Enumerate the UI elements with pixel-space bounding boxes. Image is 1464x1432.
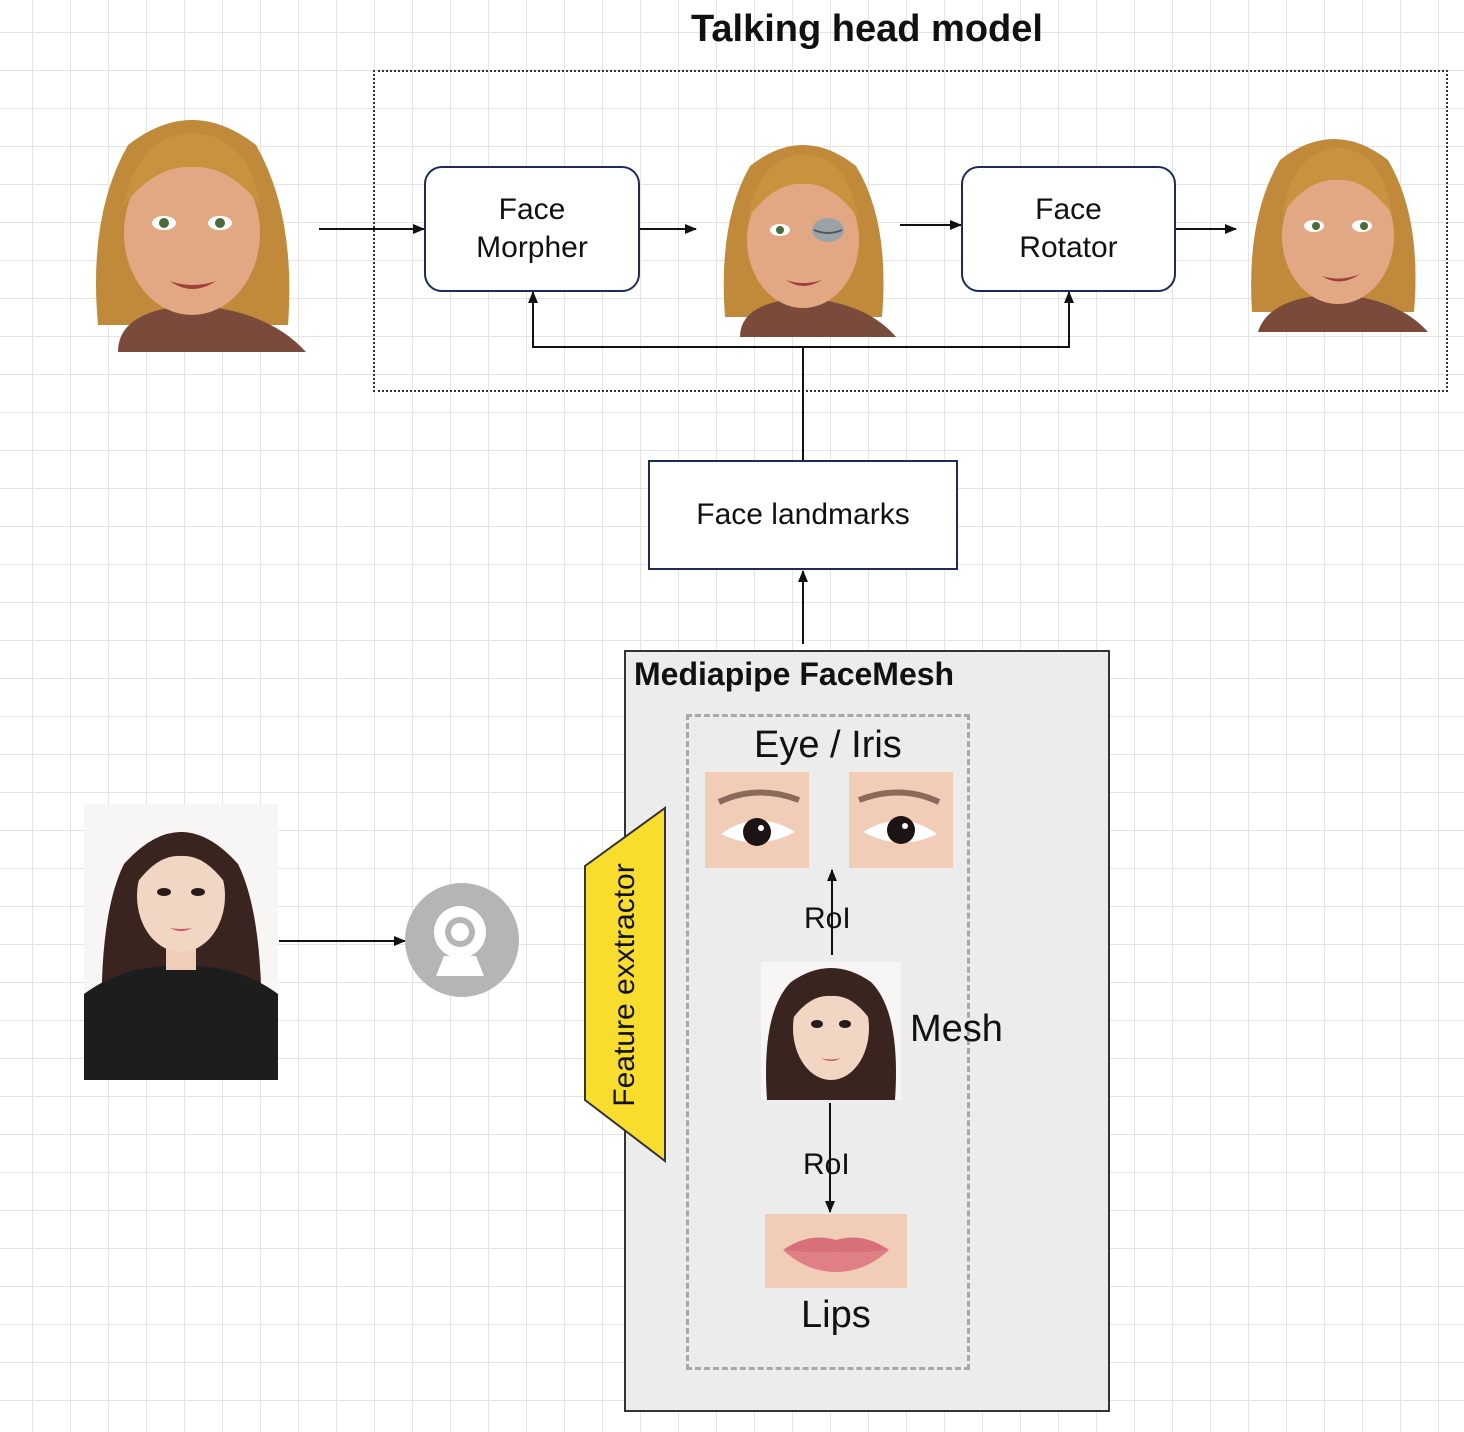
webcam-icon (405, 883, 519, 997)
right-eye-image (849, 772, 953, 868)
left-eye-image (705, 772, 809, 868)
face-rotator-label-line2: Rotator (1019, 231, 1118, 264)
output-avatar-image (1251, 139, 1428, 332)
edge-to-rotator (803, 291, 1074, 348)
roi-label-lips: RoI (803, 1148, 850, 1181)
face-rotator-label-line1: Face (1035, 193, 1102, 226)
input-avatar-image (96, 120, 306, 352)
talking-head-region (373, 70, 1448, 392)
face-morpher-node: Face Morpher (424, 166, 640, 292)
mesh-label: Mesh (910, 1008, 1003, 1050)
source-photo-image (84, 804, 278, 1080)
morphed-avatar-image (723, 145, 896, 337)
face-morpher-label-line2: Morpher (476, 231, 588, 264)
lips-image (765, 1214, 907, 1288)
face-morpher-label-line1: Face (498, 193, 566, 226)
face-landmarks-node: Face landmarks (648, 460, 958, 570)
eye-iris-label: Eye / Iris (754, 724, 902, 766)
diagram-title: Talking head model (691, 8, 1043, 50)
facemesh-title: Mediapipe FaceMesh (634, 656, 955, 692)
facemesh-inner-region (686, 714, 970, 1370)
edge-to-morpher (528, 291, 803, 348)
face-rotator-node: Face Rotator (961, 166, 1176, 292)
feature-extractor-shape (584, 806, 666, 1163)
mesh-face-image (761, 962, 901, 1100)
roi-label-eye: RoI (804, 902, 851, 935)
lips-label: Lips (801, 1294, 871, 1336)
